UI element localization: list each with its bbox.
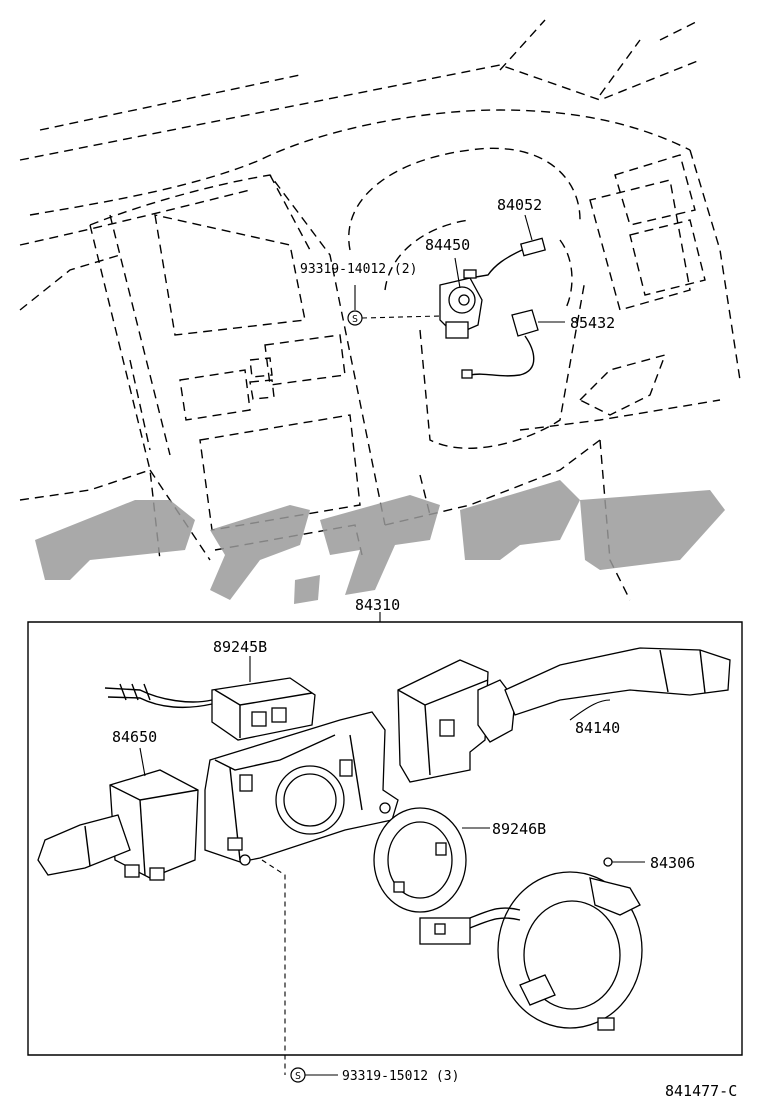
part-89245B-relay xyxy=(104,677,316,741)
label-93319-15012: 93319-15012 (3) xyxy=(342,1069,459,1084)
part-85432-connector xyxy=(461,309,539,379)
label-84140: 84140 xyxy=(575,719,620,737)
label-84052: 84052 xyxy=(497,196,542,214)
part-84052-switch-lead xyxy=(463,237,546,279)
part-84306-spiral-cable xyxy=(419,857,643,1031)
label-89245B: 89245B xyxy=(213,638,267,656)
watermark-logo xyxy=(35,480,725,604)
label-84310: 84310 xyxy=(355,596,400,614)
figure-code: 841477-C xyxy=(665,1082,737,1100)
leader-84650 xyxy=(139,747,146,777)
leader-screw-upper xyxy=(361,315,441,319)
label-84450: 84450 xyxy=(425,236,470,254)
part-89246B-cancel-ring xyxy=(373,807,467,913)
label-85432: 85432 xyxy=(570,314,615,332)
leader-84450 xyxy=(454,257,461,289)
part-84650-light-switch xyxy=(37,769,199,881)
label-84306: 84306 xyxy=(650,854,695,872)
leader-84140 xyxy=(569,699,611,721)
label-84650: 84650 xyxy=(112,728,157,746)
screw-symbol-upper: S xyxy=(347,310,363,326)
assembly-box xyxy=(27,621,743,1056)
screw-symbol-lower: S xyxy=(290,1067,306,1083)
svg-text:S: S xyxy=(352,314,358,325)
leader-screw-lower xyxy=(261,859,286,1075)
part-84310-combination-switch-body xyxy=(204,711,399,866)
label-93319-14012: 93319-14012 (2) xyxy=(300,262,417,277)
part-84450-ignition-switch xyxy=(439,277,483,339)
svg-text:S: S xyxy=(295,1071,301,1082)
leader-84052 xyxy=(524,214,533,241)
part-84140-wiper-switch xyxy=(397,647,731,783)
dashboard-outline xyxy=(19,19,741,601)
label-89246B: 89246B xyxy=(492,820,546,838)
